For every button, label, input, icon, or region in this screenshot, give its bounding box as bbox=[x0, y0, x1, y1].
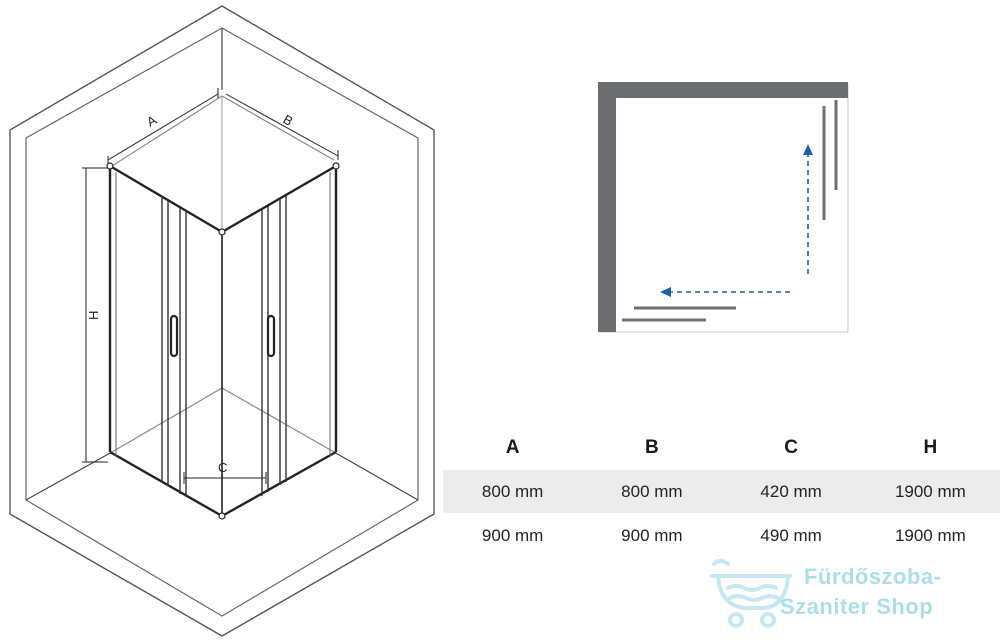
floor-back-corner-left bbox=[25, 451, 113, 501]
sliding-door-arrow-icon bbox=[668, 152, 809, 293]
floor-back-corner-right bbox=[333, 451, 419, 501]
node-bottom-corner bbox=[218, 512, 226, 520]
plan-view-diagram bbox=[598, 82, 849, 333]
cell-b: 900 mm bbox=[582, 513, 722, 559]
cell-h: 1900 mm bbox=[860, 513, 1000, 559]
watermark-line2: Szaniter Shop bbox=[780, 594, 934, 619]
dim-h-label: H bbox=[86, 311, 101, 320]
node-top-left bbox=[106, 162, 114, 170]
watermark: Fürdőszoba- Szaniter Shop bbox=[700, 548, 1000, 640]
enclosure-front-top bbox=[109, 164, 337, 234]
enclosure-top-back bbox=[111, 95, 335, 167]
wall-l-shape-icon bbox=[598, 82, 848, 332]
cell-a: 900 mm bbox=[443, 513, 583, 559]
header-h: H bbox=[923, 437, 938, 458]
header-b: B bbox=[645, 437, 659, 458]
table-header-row: A B C H bbox=[443, 426, 1000, 470]
dim-a-label: A bbox=[144, 112, 159, 129]
room-inner-outline bbox=[25, 27, 419, 617]
dim-a-line bbox=[107, 93, 219, 161]
dim-b-label: B bbox=[281, 112, 296, 129]
handle-icon-group bbox=[169, 314, 276, 358]
table-row: 800 mm 800 mm 420 mm 1900 mm bbox=[443, 470, 1000, 513]
isometric-shower-drawing: A B H C bbox=[9, 5, 435, 637]
cell-b: 800 mm bbox=[582, 470, 722, 513]
header-a: A bbox=[505, 437, 520, 458]
left-handle-icon bbox=[169, 314, 179, 358]
dimension-table: A B C H 800 mm 800 mm 420 mm 1900 mm 900… bbox=[443, 426, 1000, 559]
cell-c: 420 mm bbox=[721, 470, 861, 513]
cell-c: 490 mm bbox=[721, 513, 861, 559]
header-c: C bbox=[784, 437, 798, 458]
watermark-line1: Fürdőszoba- bbox=[804, 564, 942, 589]
table-row: 900 mm 900 mm 490 mm 1900 mm bbox=[443, 513, 1000, 559]
bathtub-logo-icon bbox=[710, 559, 792, 628]
arrow-head-left bbox=[660, 287, 671, 297]
room-outer-outline bbox=[9, 5, 435, 637]
dim-c-label: C bbox=[218, 460, 227, 475]
node-top-right bbox=[332, 162, 340, 170]
plan-outline bbox=[599, 83, 849, 333]
right-handle-icon bbox=[266, 314, 276, 358]
arrow-head-up bbox=[803, 144, 813, 155]
cell-h: 1900 mm bbox=[860, 470, 1000, 513]
tray-back-outline bbox=[111, 387, 335, 453]
dim-b-line bbox=[225, 93, 339, 157]
node-top-corner bbox=[218, 228, 226, 236]
cell-a: 800 mm bbox=[443, 470, 583, 513]
